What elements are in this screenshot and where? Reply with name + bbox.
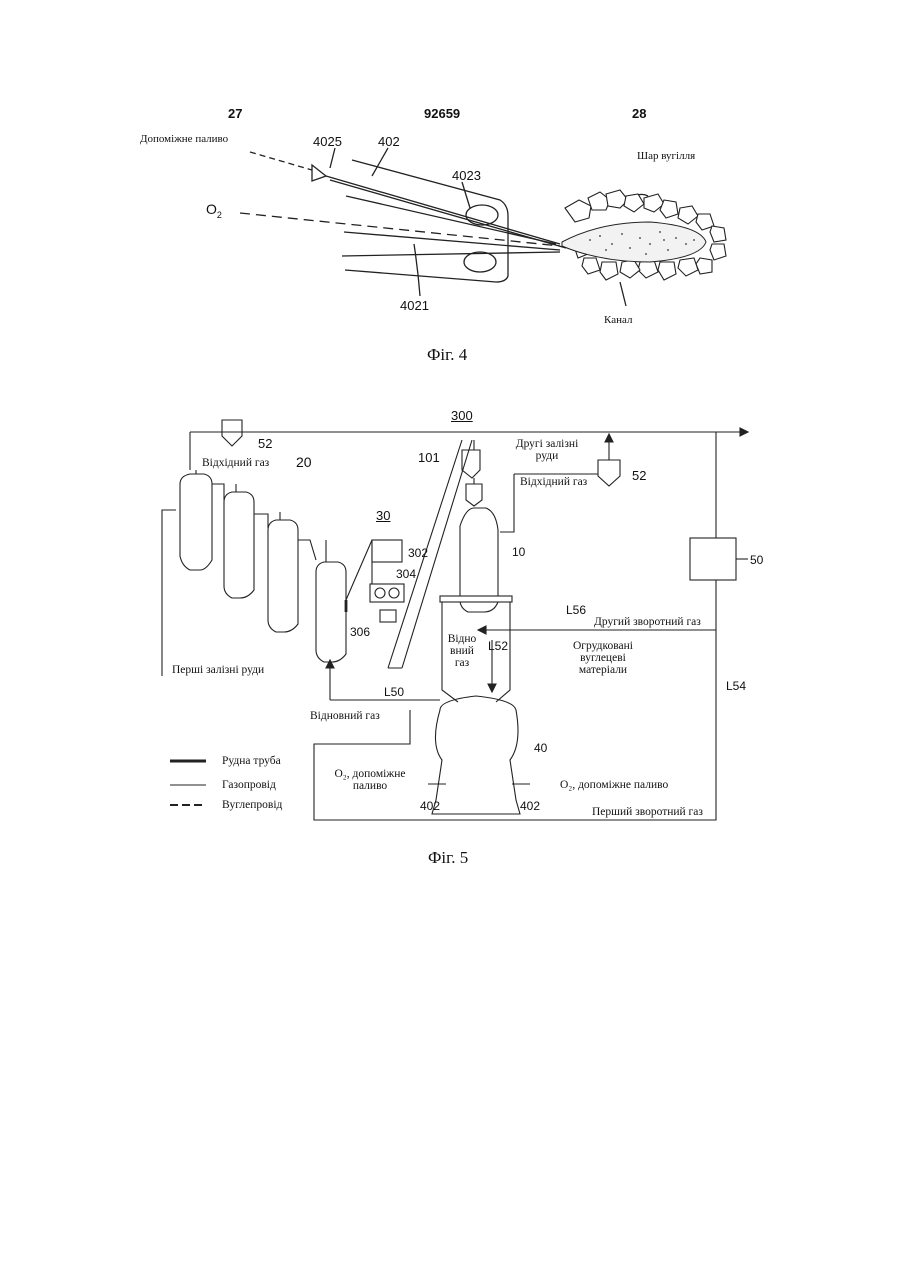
ref-20: 20: [296, 456, 312, 468]
ref-30: 30: [376, 510, 390, 522]
off-gas-right-label: Відхідний газ: [520, 476, 587, 488]
second-return-gas-label: Другий зворотний газ: [594, 616, 701, 628]
ref-l54: L54: [726, 680, 746, 692]
legend-gas-pipe: Газопровід: [222, 779, 276, 791]
fig5-caption: Фіг. 5: [428, 848, 468, 868]
off-gas-left-label: Відхідний газ: [202, 457, 269, 469]
first-ores-label: Перші залізні руди: [172, 664, 264, 676]
ref-101: 101: [418, 452, 440, 464]
ref-402-left: 402: [420, 800, 440, 812]
ref-l56: L56: [566, 604, 586, 616]
ref-10: 10: [512, 546, 525, 558]
o2-aux-fuel-left-label: O₂, допоміжне паливо: [330, 768, 410, 792]
ref-l52: L52: [488, 640, 508, 652]
ref-402-right: 402: [520, 800, 540, 812]
reducing-gas-vertical-label: Відно вний газ: [446, 633, 478, 669]
ref-50: 50: [750, 554, 763, 566]
first-return-gas-label: Перший зворотний газ: [592, 806, 703, 818]
ref-52-right: 52: [632, 470, 646, 482]
legend-ore-pipe: Рудна труба: [222, 755, 281, 767]
briquetted-carbon-label: Огрудковані вуглецеві матеріали: [558, 640, 648, 676]
ref-40: 40: [534, 742, 547, 754]
reducing-gas-label: Відновний газ: [310, 710, 380, 722]
second-ores-label: Другі залізні руди: [508, 438, 586, 462]
ref-302: 302: [408, 547, 428, 559]
ref-52-left: 52: [258, 438, 272, 450]
ref-l50: L50: [384, 686, 404, 698]
ref-300: 300: [451, 410, 473, 422]
o2-aux-fuel-right-label: O₂, допоміжне паливо: [560, 779, 668, 791]
ref-304: 304: [396, 568, 416, 580]
ref-306: 306: [350, 626, 370, 638]
legend-coal-pipe: Вуглепровід: [222, 799, 282, 811]
